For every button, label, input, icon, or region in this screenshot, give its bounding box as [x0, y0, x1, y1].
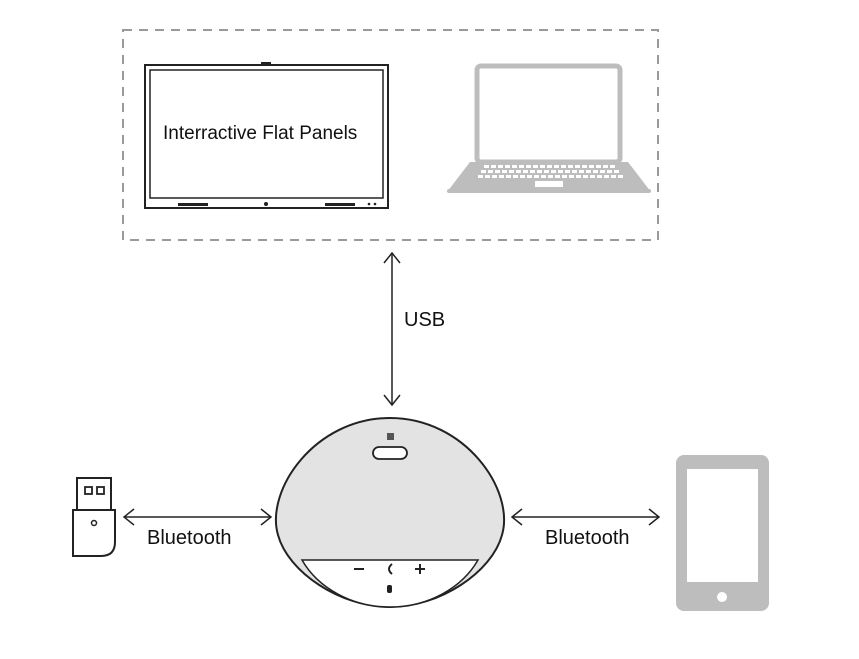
bluetooth-left-arrow	[122, 508, 273, 526]
usb-connection-arrow	[383, 251, 401, 407]
laptop-key	[481, 170, 486, 173]
speakerphone-icon	[275, 416, 505, 609]
laptop-key	[492, 175, 497, 178]
laptop-key	[589, 165, 594, 168]
source-devices-group-border	[122, 29, 659, 241]
usb-bluetooth-dongle-icon	[72, 477, 116, 557]
laptop-key	[519, 165, 524, 168]
laptop-key	[618, 175, 623, 178]
bluetooth-right-arrow	[510, 508, 661, 526]
laptop-key	[537, 170, 542, 173]
laptop-key	[534, 175, 539, 178]
laptop-key	[513, 175, 518, 178]
bluetooth-right-label: Bluetooth	[545, 527, 630, 549]
laptop-key	[540, 165, 545, 168]
laptop-key	[590, 175, 595, 178]
tablet-icon	[676, 455, 769, 611]
laptop-key	[516, 170, 521, 173]
laptop-key	[572, 170, 577, 173]
laptop-key	[512, 165, 517, 168]
usb-label: USB	[404, 309, 446, 331]
laptop-key	[582, 165, 587, 168]
laptop-key	[614, 170, 619, 173]
laptop-key	[555, 175, 560, 178]
laptop-key	[488, 170, 493, 173]
laptop-key	[586, 170, 591, 173]
laptop-key	[533, 165, 538, 168]
interactive-flat-panel-icon	[144, 62, 389, 209]
laptop-key	[484, 165, 489, 168]
laptop-key	[509, 170, 514, 173]
laptop-key	[491, 165, 496, 168]
laptop-key	[520, 175, 525, 178]
laptop-key	[575, 165, 580, 168]
laptop-key	[505, 165, 510, 168]
bluetooth-left-label: Bluetooth	[147, 527, 232, 549]
laptop-key	[597, 175, 602, 178]
laptop-key	[558, 170, 563, 173]
laptop-key	[502, 170, 507, 173]
laptop-key	[547, 165, 552, 168]
laptop-icon	[447, 63, 651, 193]
laptop-key	[551, 170, 556, 173]
laptop-key	[561, 165, 566, 168]
laptop-key	[499, 175, 504, 178]
laptop-key	[610, 165, 615, 168]
laptop-key	[569, 175, 574, 178]
laptop-key	[565, 170, 570, 173]
flat-panel-label: Interractive Flat Panels	[163, 123, 358, 144]
laptop-key	[498, 165, 503, 168]
laptop-key	[485, 175, 490, 178]
laptop-key	[527, 175, 532, 178]
laptop-key	[478, 175, 483, 178]
laptop-key	[583, 175, 588, 178]
laptop-key	[526, 165, 531, 168]
laptop-key	[593, 170, 598, 173]
laptop-key	[554, 165, 559, 168]
laptop-key	[579, 170, 584, 173]
laptop-key	[607, 170, 612, 173]
laptop-key	[495, 170, 500, 173]
laptop-key	[506, 175, 511, 178]
laptop-key	[596, 165, 601, 168]
laptop-key	[548, 175, 553, 178]
laptop-key	[544, 170, 549, 173]
laptop-key	[523, 170, 528, 173]
laptop-key	[541, 175, 546, 178]
laptop-key	[604, 175, 609, 178]
laptop-key	[568, 165, 573, 168]
laptop-key	[530, 170, 535, 173]
laptop-key	[562, 175, 567, 178]
laptop-key	[600, 170, 605, 173]
laptop-key	[611, 175, 616, 178]
laptop-key	[603, 165, 608, 168]
laptop-key	[576, 175, 581, 178]
